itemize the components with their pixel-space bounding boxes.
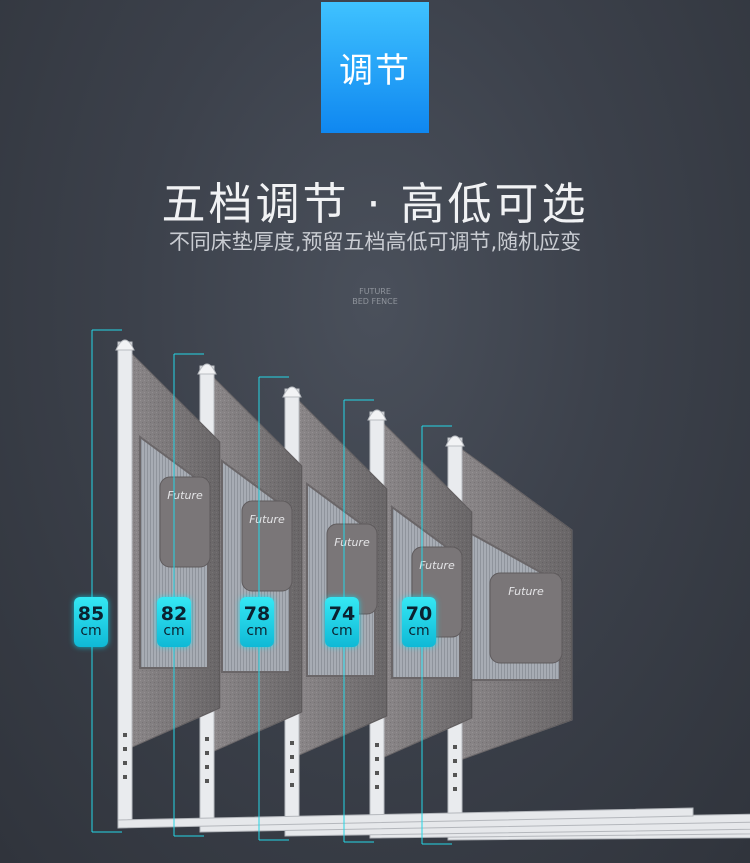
- fence-panel: Future: [197, 363, 750, 833]
- adjust-hole: [453, 745, 457, 749]
- fence-logo: Future: [419, 559, 455, 572]
- logo-pocket: [241, 500, 293, 592]
- brand-line-2: BED FENCE: [352, 297, 398, 306]
- height-measure-line: [91, 329, 122, 833]
- post-cap: [367, 409, 387, 421]
- height-value: 70: [405, 603, 433, 625]
- section-tag-label: 调节: [339, 51, 411, 91]
- adjust-hole: [290, 783, 294, 787]
- adjust-hole: [375, 743, 379, 747]
- logo-pocket: [489, 572, 563, 664]
- height-unit: cm: [80, 623, 102, 639]
- adjust-hole: [453, 759, 457, 763]
- adjust-hole: [123, 775, 127, 779]
- base-rail: [117, 807, 694, 829]
- adjust-hole: [205, 737, 209, 741]
- adjust-hole: [205, 751, 209, 755]
- adjust-hole: [375, 771, 379, 775]
- page-subtitle: 不同床垫厚度,预留五档高低可调节,随机应变: [168, 230, 582, 254]
- fence-logo: Future: [334, 536, 370, 549]
- adjust-hole: [453, 773, 457, 777]
- adjust-hole: [290, 741, 294, 745]
- fence-logo: Future: [249, 513, 285, 526]
- post-cap: [445, 435, 465, 447]
- adjust-hole: [290, 769, 294, 773]
- logo-pocket: [159, 476, 211, 568]
- adjust-hole: [375, 785, 379, 789]
- height-value: 74: [328, 603, 356, 625]
- adjust-hole: [290, 755, 294, 759]
- height-unit: cm: [408, 623, 430, 639]
- adjust-hole: [123, 747, 127, 751]
- brand-line-1: FUTURE: [359, 287, 391, 296]
- height-unit: cm: [331, 623, 353, 639]
- fence-panel: Future: [282, 386, 750, 837]
- post-cap: [197, 363, 217, 375]
- adjust-hole: [453, 787, 457, 791]
- adjust-hole: [205, 765, 209, 769]
- fence-panel: Future: [445, 435, 750, 841]
- adjust-hole: [123, 733, 127, 737]
- height-unit: cm: [163, 623, 185, 639]
- height-value: 85: [77, 603, 105, 625]
- page-title: 五档调节 · 高低可选: [161, 179, 589, 230]
- height-unit: cm: [246, 623, 268, 639]
- adjust-hole: [375, 757, 379, 761]
- height-value: 78: [243, 603, 271, 625]
- adjust-hole: [123, 761, 127, 765]
- post-cap: [282, 386, 302, 398]
- height-value: 82: [160, 603, 188, 625]
- fence-panel: Future: [115, 339, 694, 829]
- adjust-hole: [205, 779, 209, 783]
- fence-logo: Future: [508, 585, 544, 598]
- brand-caption: FUTURE BED FENCE: [0, 287, 750, 307]
- section-tag: 调节: [321, 2, 429, 133]
- fence-logo: Future: [167, 489, 203, 502]
- post-cap: [115, 339, 135, 351]
- height-measure-line: [173, 353, 204, 837]
